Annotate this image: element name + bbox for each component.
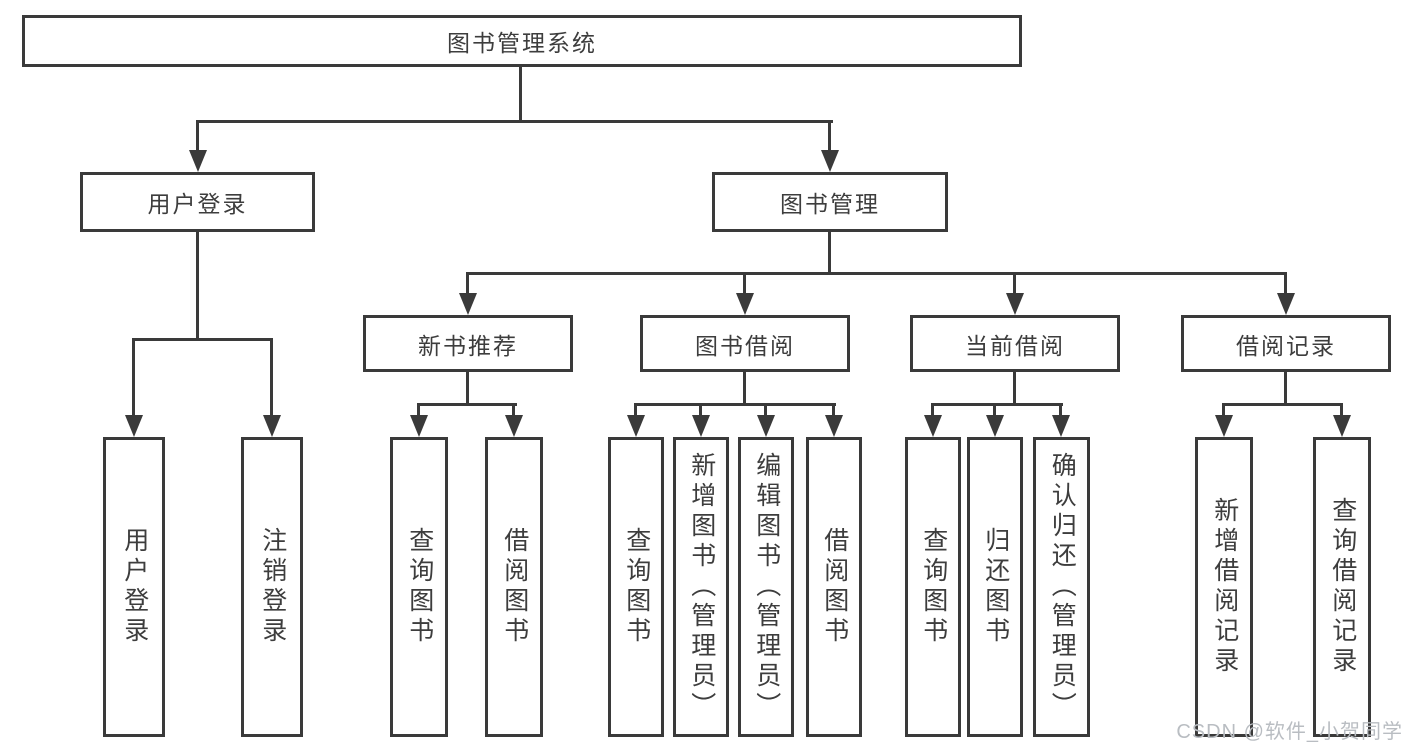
leaf-label: 借阅图书 [820, 527, 849, 647]
leaf-label: 新增图书（管理员） [687, 452, 716, 722]
leaf-user-login: 用户登录 [103, 437, 165, 737]
leaf-label: 新增借阅记录 [1210, 497, 1239, 677]
connector-line [1222, 403, 1343, 406]
connector-line [1284, 372, 1287, 406]
arrow-down [1052, 415, 1070, 437]
connector-line [634, 403, 836, 406]
leaf-label: 注销登录 [258, 527, 287, 647]
arrow-down [189, 150, 207, 172]
arrow-down [410, 415, 428, 437]
node-book-borrowing: 图书借阅 [640, 315, 850, 372]
connector-line [1013, 272, 1016, 297]
arrow-down [692, 415, 710, 437]
watermark: CSDN @软件_小贺同学 [1176, 721, 1403, 743]
node-current-borrowing-label: 当前借阅 [965, 332, 1065, 359]
node-user-login-label: 用户登录 [147, 191, 248, 217]
connector-line [828, 120, 831, 154]
leaf-query-books-2: 查询图书 [608, 437, 664, 737]
connector-line [196, 120, 199, 154]
arrow-down [263, 415, 281, 437]
arrow-down [821, 150, 839, 172]
leaf-edit-books-admin: 编辑图书（管理员） [738, 437, 794, 737]
arrow-down [505, 415, 523, 437]
leaf-return-books: 归还图书 [967, 437, 1023, 737]
connector-line [196, 120, 833, 123]
node-new-book-recommend: 新书推荐 [363, 315, 573, 372]
node-user-login: 用户登录 [80, 172, 315, 232]
leaf-query-borrow-record: 查询借阅记录 [1313, 437, 1371, 737]
leaf-borrow-books-1: 借阅图书 [485, 437, 543, 737]
arrow-down [825, 415, 843, 437]
leaf-add-borrow-record: 新增借阅记录 [1195, 437, 1253, 737]
connector-line [764, 403, 767, 417]
node-book-management-label: 图书管理 [780, 191, 880, 217]
connector-line [132, 338, 135, 417]
arrow-down [986, 415, 1004, 437]
arrow-down [1215, 415, 1233, 437]
leaf-label: 查询图书 [622, 527, 651, 647]
leaf-logout: 注销登录 [241, 437, 303, 737]
leaf-add-books-admin: 新增图书（管理员） [673, 437, 729, 737]
connector-line [931, 403, 1063, 406]
arrow-down [1006, 293, 1024, 315]
node-current-borrowing: 当前借阅 [910, 315, 1120, 372]
connector-line [417, 403, 517, 406]
connector-line [993, 403, 996, 417]
connector-line [196, 232, 199, 341]
leaf-query-books-1: 查询图书 [390, 437, 448, 737]
leaf-confirm-return-admin: 确认归还（管理员） [1033, 437, 1090, 737]
node-borrowing-records: 借阅记录 [1181, 315, 1391, 372]
node-book-borrowing-label: 图书借阅 [695, 332, 795, 359]
arrow-down [924, 415, 942, 437]
leaf-label: 查询图书 [405, 527, 434, 647]
arrow-down [1333, 415, 1351, 437]
connector-line [519, 65, 522, 123]
leaf-label: 借阅图书 [500, 527, 529, 647]
connector-line [270, 338, 273, 417]
arrow-down [757, 415, 775, 437]
node-root-label: 图书管理系统 [447, 30, 597, 56]
leaf-label: 查询图书 [919, 527, 948, 647]
connector-line [743, 372, 746, 406]
connector-line [466, 372, 469, 406]
connector-line [931, 403, 934, 417]
connector-line [1013, 372, 1016, 406]
connector-line [466, 272, 469, 297]
connector-line [832, 403, 835, 417]
node-borrowing-records-label: 借阅记录 [1236, 332, 1336, 359]
node-new-book-recommend-label: 新书推荐 [418, 332, 518, 359]
arrow-down [125, 415, 143, 437]
connector-line [699, 403, 702, 417]
node-book-management: 图书管理 [712, 172, 948, 232]
connector-line [828, 232, 831, 275]
connector-line [132, 338, 273, 341]
connector-line [743, 272, 746, 297]
leaf-borrow-books-2: 借阅图书 [806, 437, 862, 737]
connector-line [512, 403, 515, 417]
leaf-label: 编辑图书（管理员） [752, 452, 781, 722]
node-root: 图书管理系统 [22, 15, 1022, 67]
leaf-label: 归还图书 [981, 527, 1010, 647]
connector-line [417, 403, 420, 417]
leaf-label: 用户登录 [120, 527, 149, 647]
leaf-label: 查询借阅记录 [1328, 497, 1357, 677]
connector-line [1284, 272, 1287, 297]
arrow-down [1277, 293, 1295, 315]
leaf-query-books-3: 查询图书 [905, 437, 961, 737]
connector-line [1059, 403, 1062, 417]
arrow-down [459, 293, 477, 315]
connector-line [1222, 403, 1225, 417]
connector-line [1340, 403, 1343, 417]
leaf-label: 确认归还（管理员） [1048, 452, 1077, 722]
connector-line [466, 272, 1287, 275]
arrow-down [736, 293, 754, 315]
connector-line [634, 403, 637, 417]
arrow-down [627, 415, 645, 437]
